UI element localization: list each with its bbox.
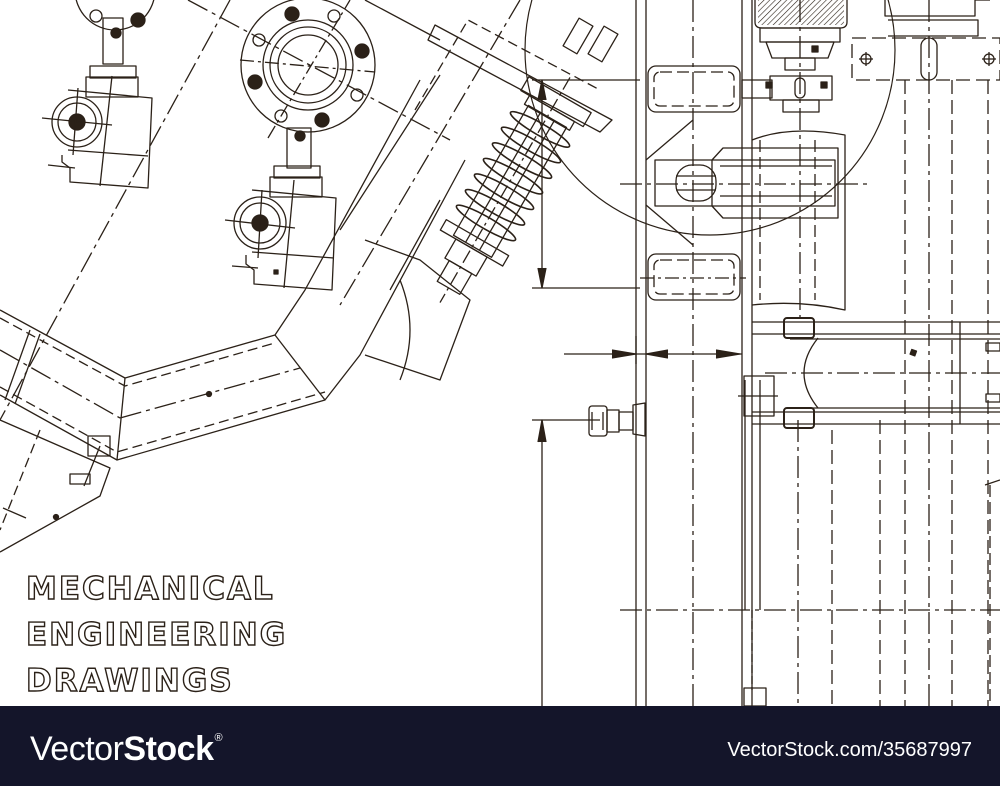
clevis-fork	[620, 130, 870, 311]
drawing-title: MECHANICAL ENGINEERING DRAWINGS	[25, 566, 288, 704]
bolt-fitting	[588, 402, 646, 437]
logo-light-text: Vector	[30, 730, 124, 768]
pipe-elbow	[0, 79, 466, 553]
horizontal-cylinder	[752, 317, 1000, 706]
watermark-footer: VectorStock® VectorStock.com/35687997	[0, 706, 1000, 786]
top-right-plate	[851, 0, 1000, 706]
footer-url: VectorStock.com/35687997	[727, 739, 972, 761]
coil-spring-damper	[436, 17, 619, 303]
dimension-arrows	[532, 79, 742, 706]
title-line-2: ENGINEERING	[25, 616, 288, 653]
centerlines-diagonal	[0, 0, 521, 421]
top-cylinder	[741, 0, 848, 320]
blueprint-lines	[0, 0, 1000, 706]
registered-mark-icon: ®	[214, 732, 223, 744]
valve-assembly-left	[41, 0, 155, 189]
title-line-1: MECHANICAL	[25, 570, 275, 607]
upper-frame-block	[339, 0, 613, 381]
vectorstock-logo: VectorStock®	[30, 730, 223, 769]
title-line-3: DRAWINGS	[25, 662, 234, 699]
logo-bold-text: Stock	[123, 730, 214, 768]
valve-assembly-center	[224, 0, 376, 291]
vertical-column-frame	[635, 0, 778, 706]
engineering-drawing: MECHANICAL ENGINEERING DRAWINGS	[0, 0, 1000, 706]
